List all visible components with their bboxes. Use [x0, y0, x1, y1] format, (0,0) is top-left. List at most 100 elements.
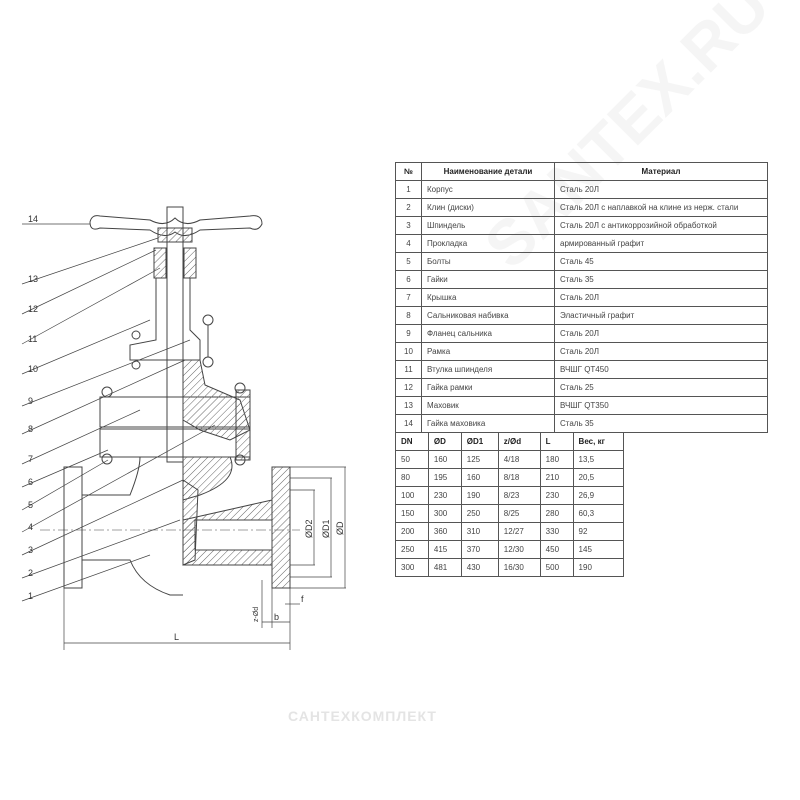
table-cell: Сталь 20Л с наплавкой на клине из нерж. …	[554, 198, 768, 217]
table-cell: Сталь 35	[554, 414, 768, 433]
table-cell: Рамка	[421, 342, 555, 361]
table-cell: Сталь 20Л	[554, 180, 768, 199]
table-cell: Втулка шпинделя	[421, 360, 555, 379]
callout-6: 6	[28, 477, 33, 487]
callout-11: 11	[28, 334, 37, 344]
table-cell: 92	[572, 522, 625, 541]
table-cell: Крышка	[421, 288, 555, 307]
table-cell: 8/18	[497, 468, 541, 487]
dim-D: ØD	[335, 521, 345, 535]
table-cell: 230	[539, 486, 574, 505]
table-cell: 8/23	[497, 486, 541, 505]
table-cell: 250	[395, 540, 429, 559]
dim-L: L	[174, 632, 179, 642]
table-cell: Сталь 20Л	[554, 342, 768, 361]
callout-leaders	[21, 223, 216, 602]
table-cell: 14	[395, 414, 422, 433]
valve-body	[40, 456, 300, 596]
callout-3: 3	[28, 545, 33, 555]
callout-4: 4	[28, 522, 33, 532]
callout-5: 5	[28, 500, 33, 510]
table-cell: 100	[395, 486, 429, 505]
table-cell: Гайка рамки	[421, 378, 555, 397]
table-cell: 160	[460, 468, 499, 487]
callout-10: 10	[28, 364, 38, 374]
table-cell: 4	[395, 234, 422, 253]
table-cell: 145	[572, 540, 625, 559]
table-cell: 13,5	[572, 450, 625, 469]
table-cell: Корпус	[421, 180, 555, 199]
table-cell: 200	[395, 522, 429, 541]
table-cell: 280	[539, 504, 574, 523]
callout-1: 1	[28, 591, 33, 601]
table-cell: 330	[539, 522, 574, 541]
table-cell: 450	[539, 540, 574, 559]
table-cell: 11	[395, 360, 422, 379]
column-header: Вес, кг	[572, 432, 625, 451]
table-cell: 60,3	[572, 504, 625, 523]
table-cell: 150	[395, 504, 429, 523]
handwheel	[89, 215, 263, 243]
table-cell: 80	[395, 468, 429, 487]
column-header: L	[539, 432, 574, 451]
table-cell: 8	[395, 306, 422, 325]
table-cell: 12/30	[497, 540, 541, 559]
table-cell: Болты	[421, 252, 555, 271]
dim-z-d: z-Ød	[253, 607, 260, 622]
table-cell: Сталь 20Л	[554, 288, 768, 307]
table-cell: 2	[395, 198, 422, 217]
table-cell: Сталь 35	[554, 270, 768, 289]
table-cell: Клин (диски)	[421, 198, 555, 217]
table-cell: Сталь 20Л с антикоррозийной обработкой	[554, 216, 768, 235]
table-cell: 250	[460, 504, 499, 523]
table-cell: 370	[460, 540, 499, 559]
callout-8: 8	[28, 424, 33, 434]
table-cell: 230	[427, 486, 462, 505]
table-cell: 500	[539, 558, 574, 577]
table-cell: Гайки	[421, 270, 555, 289]
column-header: №	[395, 162, 422, 181]
column-header: ØD1	[460, 432, 499, 451]
yoke	[129, 247, 214, 370]
callout-numbers: 14 13 12 11 10 9 8 7 6 5 4 3 2 1 L ØD ØD…	[28, 214, 345, 642]
table-cell: 9	[395, 324, 422, 343]
table-cell: 125	[460, 450, 499, 469]
callout-14: 14	[28, 214, 38, 224]
column-header: Наименование детали	[421, 162, 555, 181]
table-cell: Фланец сальника	[421, 324, 555, 343]
callout-12: 12	[28, 304, 38, 314]
table-cell: Сталь 45	[554, 252, 768, 271]
table-cell: 190	[572, 558, 625, 577]
table-cell: 10	[395, 342, 422, 361]
table-cell: Гайка маховика	[421, 414, 555, 433]
table-cell: Прокладка	[421, 234, 555, 253]
table-cell: 20,5	[572, 468, 625, 487]
table-cell: 5	[395, 252, 422, 271]
table-cell: Сальниковая набивка	[421, 306, 555, 325]
callout-2: 2	[28, 568, 33, 578]
table-cell: 8/25	[497, 504, 541, 523]
table-cell: 310	[460, 522, 499, 541]
table-cell: 12/27	[497, 522, 541, 541]
bonnet	[99, 359, 251, 466]
column-header: ØD	[427, 432, 462, 451]
table-cell: 3	[395, 216, 422, 235]
